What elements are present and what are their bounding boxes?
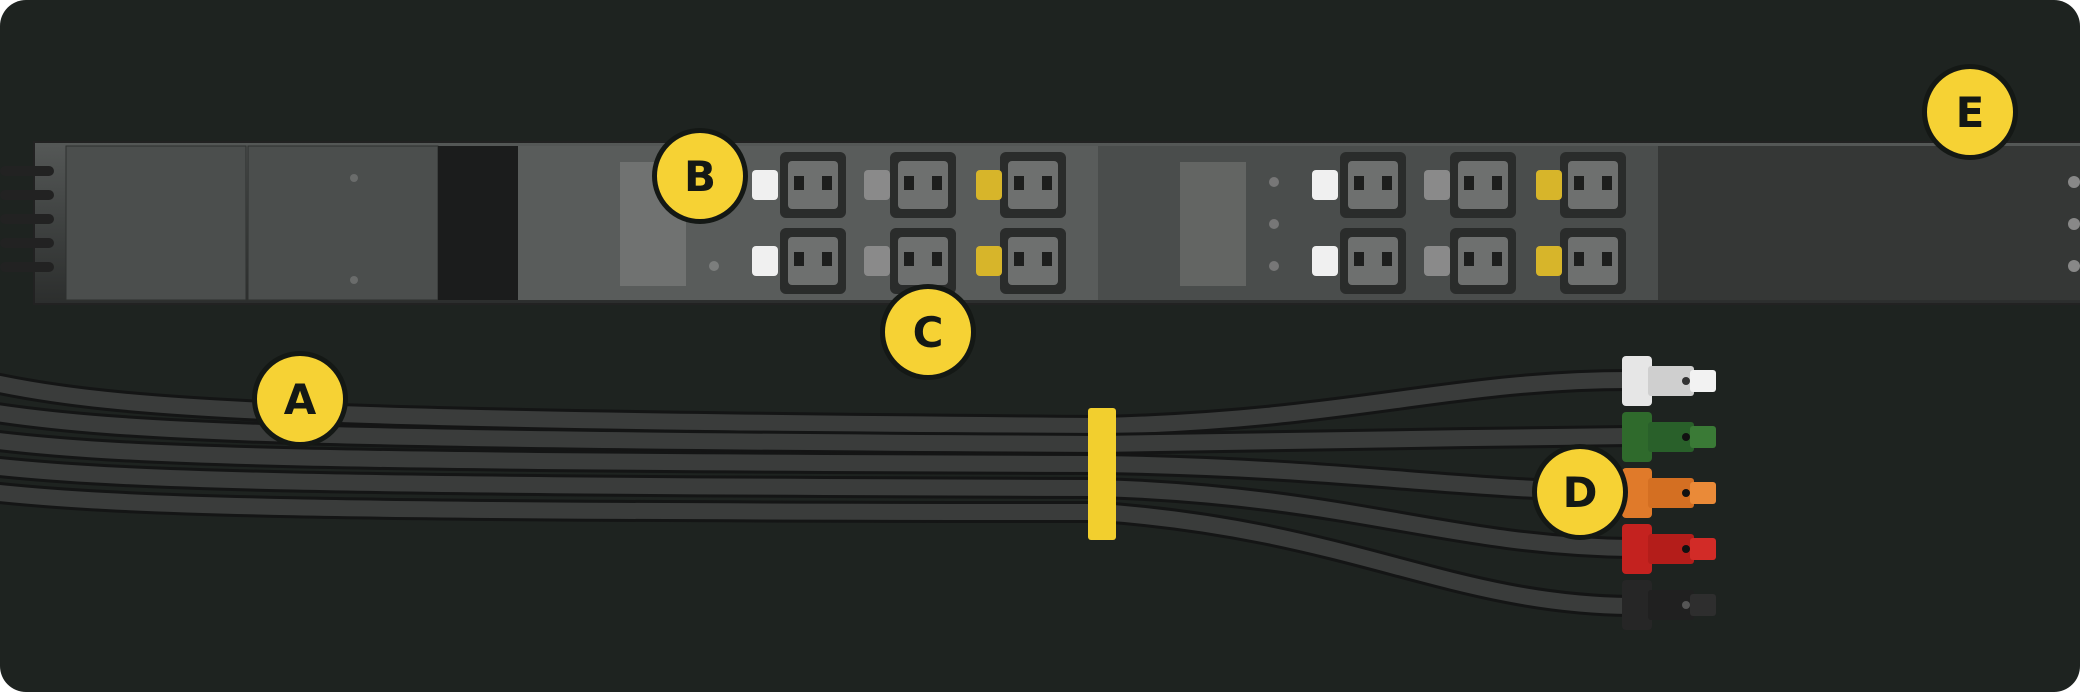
latch-yellow — [976, 170, 1002, 200]
outlet — [1450, 228, 1516, 294]
connector-white — [1622, 356, 1716, 406]
connector-green — [1622, 412, 1716, 462]
outlet — [890, 228, 956, 294]
latch-white — [752, 246, 778, 276]
connector-black — [1622, 580, 1716, 630]
outlet — [1560, 152, 1626, 218]
callout-b[interactable]: B — [652, 128, 748, 224]
outlet — [1000, 228, 1066, 294]
latch-grey — [864, 246, 890, 276]
latch-grey — [1424, 170, 1450, 200]
latch-yellow — [976, 246, 1002, 276]
latch-white — [1312, 246, 1338, 276]
outlet-group-1 — [752, 152, 1066, 294]
outlet — [1340, 228, 1406, 294]
outlet — [1340, 152, 1406, 218]
callout-a[interactable]: A — [252, 351, 348, 447]
outlet — [780, 228, 846, 294]
callout-c[interactable]: C — [880, 284, 976, 380]
outlet-group-2 — [1312, 152, 1626, 294]
outlet — [1560, 228, 1626, 294]
outlet — [780, 152, 846, 218]
callout-e[interactable]: E — [1922, 64, 2018, 160]
latch-grey — [864, 170, 890, 200]
latch-yellow — [1536, 170, 1562, 200]
callout-d[interactable]: D — [1532, 444, 1628, 540]
latch-white — [752, 170, 778, 200]
connector-orange — [1622, 468, 1716, 518]
latch-yellow — [1536, 246, 1562, 276]
connector-red — [1622, 524, 1716, 574]
outlet — [890, 152, 956, 218]
latch-white — [1312, 170, 1338, 200]
cable-tie — [1088, 408, 1116, 540]
latch-grey — [1424, 246, 1450, 276]
outlet — [1000, 152, 1066, 218]
power-cables — [0, 369, 1641, 617]
outlet — [1450, 152, 1516, 218]
